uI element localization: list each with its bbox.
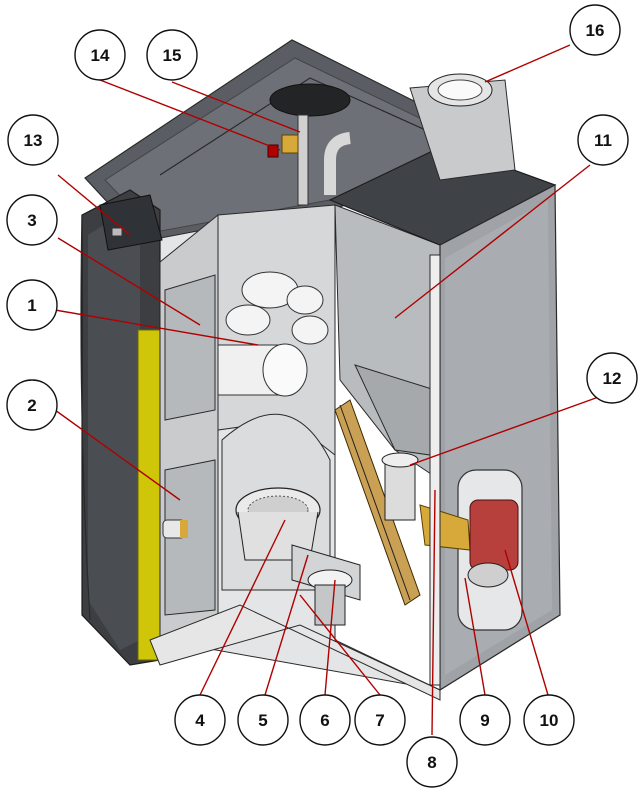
callout-label: 11 (594, 131, 612, 150)
callout-13: 13 (7, 114, 59, 166)
callout-label: 3 (27, 211, 36, 230)
leader-15 (171, 81, 301, 133)
leader-14 (99, 79, 281, 151)
brass-valve (281, 134, 299, 154)
callout-label: 8 (427, 753, 436, 772)
insulation-layer (137, 329, 161, 661)
leader-9 (464, 577, 486, 696)
exchanger-tubes (214, 271, 329, 397)
leader-1 (54, 309, 259, 346)
callout-6: 6 (299, 694, 351, 746)
leader-13 (57, 174, 131, 236)
divider-bar (429, 254, 441, 686)
door-handle-accent (180, 520, 188, 538)
callout-label: 9 (480, 711, 489, 730)
control-panel (99, 194, 163, 251)
callout-16: 16 (569, 4, 621, 56)
auger-rail (339, 404, 411, 601)
callout-10: 10 (523, 694, 575, 746)
callout-1: 1 (6, 279, 58, 331)
callout-12: 12 (586, 352, 638, 404)
callout-2: 2 (6, 379, 58, 431)
callout-label: 1 (27, 296, 36, 315)
callout-3: 3 (6, 194, 58, 246)
callout-15: 15 (146, 29, 198, 81)
callout-5: 5 (237, 694, 289, 746)
callout-label: 7 (375, 711, 384, 730)
leader-2 (54, 409, 181, 501)
leader-5 (264, 554, 309, 696)
tube (286, 285, 324, 315)
callout-label: 6 (320, 711, 329, 730)
leader-12 (409, 389, 619, 466)
leader-6 (324, 579, 336, 696)
front-curve (80, 214, 91, 621)
upper-door-box (164, 274, 216, 421)
callout-14: 14 (74, 29, 126, 81)
callout-label: 12 (603, 369, 622, 388)
feed-motor (469, 499, 519, 571)
callout-label: 13 (24, 131, 43, 150)
leader-16 (484, 44, 571, 83)
callout-label: 10 (540, 711, 559, 730)
boiler-illustration (80, 39, 561, 701)
callout-4: 4 (174, 694, 226, 746)
motor-fan (467, 562, 509, 588)
ash-drawer (314, 584, 346, 626)
red-sensor (267, 144, 279, 158)
inspection-cover (269, 83, 351, 117)
leader-11 (394, 164, 591, 319)
callout-label: 2 (27, 396, 36, 415)
tube (291, 315, 329, 345)
callout-label: 14 (91, 46, 110, 65)
callout-9: 9 (459, 694, 511, 746)
leader-7 (299, 594, 381, 696)
drop-pipe-top (381, 452, 419, 468)
leader-4 (199, 519, 286, 696)
callout-label: 15 (163, 46, 182, 65)
callout-11: 11 (577, 114, 629, 166)
front-door-highlight (88, 210, 140, 650)
callout-label: 4 (195, 711, 205, 730)
callout-label: 16 (586, 21, 605, 40)
tube (225, 304, 271, 336)
rear-frame (159, 77, 471, 176)
control-switch (111, 227, 123, 237)
tube (262, 343, 308, 397)
leader-3 (57, 237, 201, 326)
drop-pipe (384, 459, 416, 521)
leader-8 (431, 489, 436, 736)
bent-pipe (324, 132, 351, 195)
flue-ring-inner (437, 79, 483, 101)
callout-label: 5 (258, 711, 267, 730)
callout-7: 7 (354, 694, 406, 746)
vertical-pipe (297, 114, 309, 206)
callout-8: 8 (406, 736, 458, 788)
callouts: 1 2 3 4 5 6 7 8 (6, 4, 638, 788)
leader-10 (504, 549, 549, 696)
leader-lines (54, 44, 619, 736)
